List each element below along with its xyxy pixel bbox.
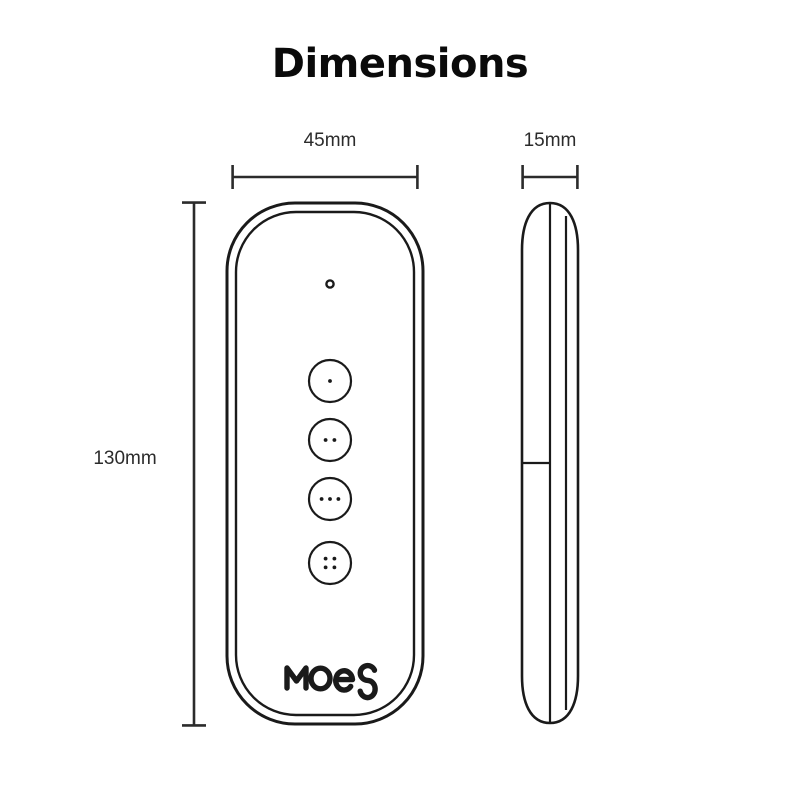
dimension-label-front-width: 45mm	[303, 130, 357, 151]
scene-button-4-dot	[323, 565, 328, 570]
page-title: Dimensions	[271, 41, 529, 87]
scene-button-3-dot	[319, 497, 324, 501]
remote-inner-faceplate	[234, 210, 416, 717]
remote-front-view	[225, 201, 425, 726]
scene-button-2-ring	[307, 417, 353, 463]
dimension-label-height: 130mm	[93, 448, 157, 469]
dimension-label-side-width: 15mm	[523, 130, 577, 151]
scene-button-4-ring	[307, 540, 353, 586]
scene-button-3[interactable]	[307, 476, 353, 522]
scene-button-1[interactable]	[307, 358, 353, 404]
scene-button-2-dot	[323, 438, 328, 442]
scene-button-4-dot	[332, 565, 337, 570]
dimension-line-height	[182, 201, 206, 727]
remote-side-view	[520, 201, 580, 725]
dimension-line-front-width	[231, 165, 419, 189]
scene-button-4-dot	[332, 556, 337, 561]
scene-button-3-dot	[336, 497, 341, 501]
scene-button-2[interactable]	[307, 417, 353, 463]
led-indicator-icon	[325, 279, 335, 289]
scene-button-4[interactable]	[307, 540, 353, 586]
brand-logo	[284, 662, 378, 701]
dimension-line-side-width	[521, 165, 579, 189]
scene-button-1-dot	[328, 379, 332, 383]
scene-button-2-dot	[332, 438, 337, 442]
scene-button-3-dot	[328, 497, 332, 501]
scene-button-4-dot	[323, 556, 328, 561]
